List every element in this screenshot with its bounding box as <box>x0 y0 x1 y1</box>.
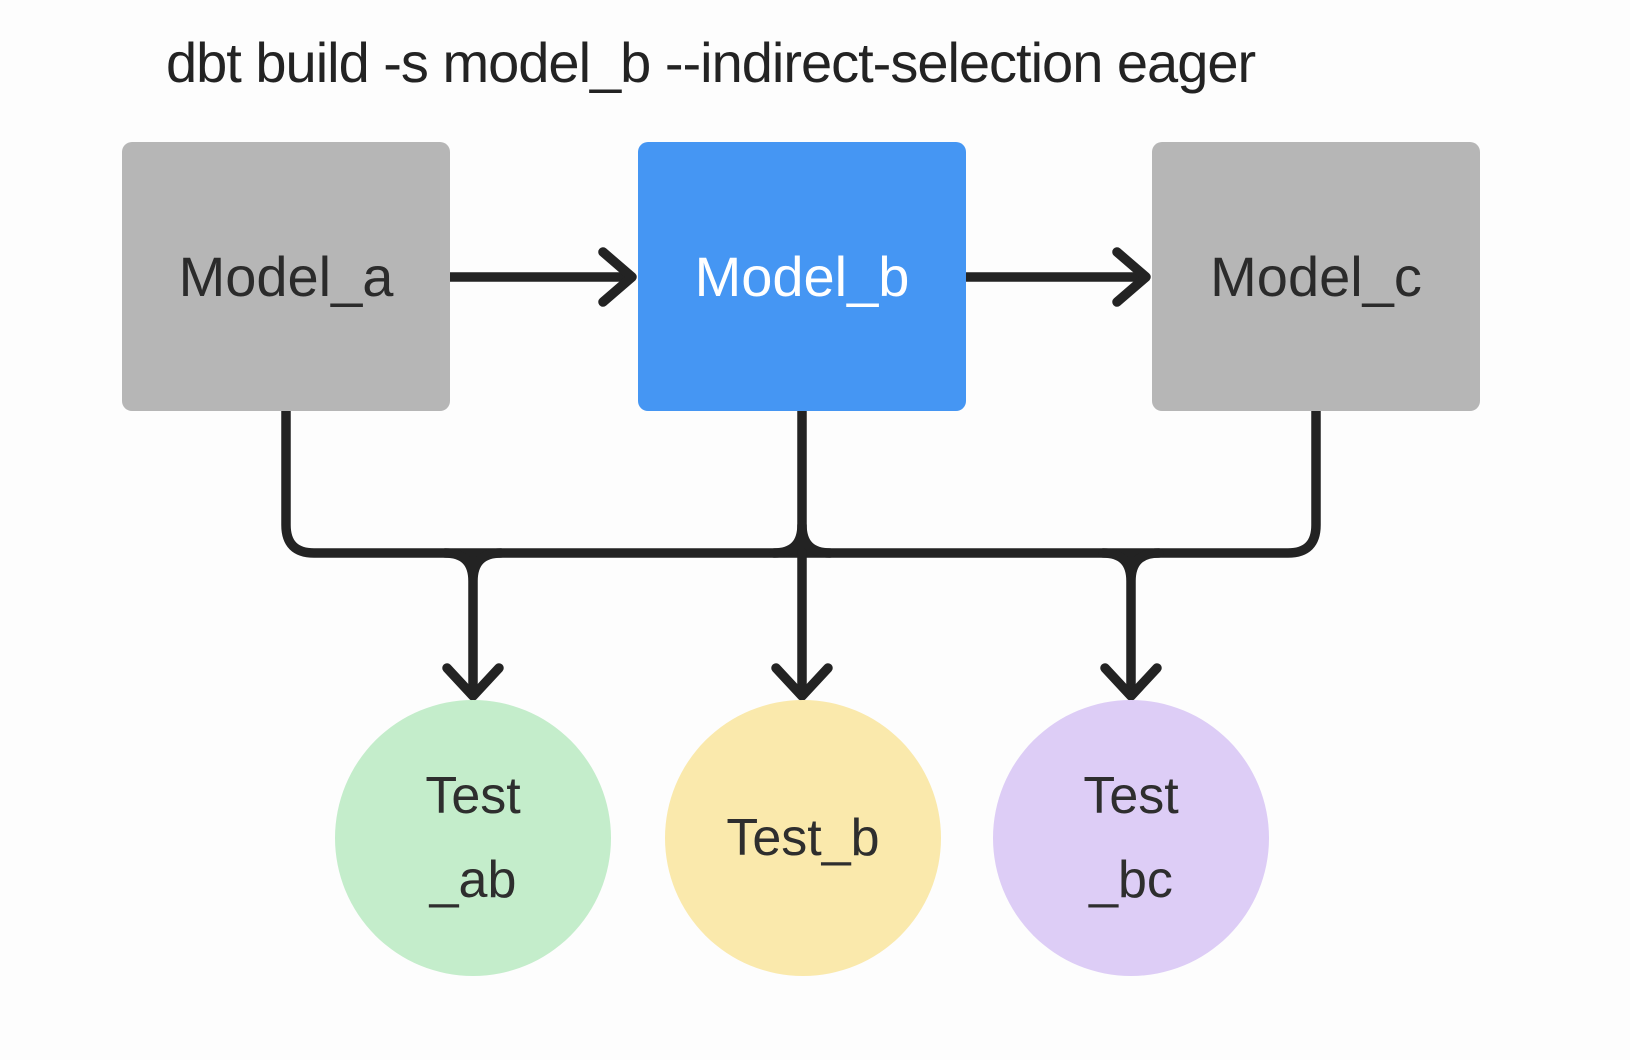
node-model-a: Model_a <box>122 142 450 411</box>
node-test-b-label-line1: Test_b <box>726 809 880 867</box>
bus-merge-fillets-model-b <box>769 520 835 558</box>
node-model-a-label: Model_a <box>178 245 394 308</box>
node-test-ab-label-line1: Test <box>425 767 521 825</box>
node-test-b: Test_b <box>665 700 941 976</box>
node-test-bc-label-line1: Test <box>1083 767 1179 825</box>
arrowhead-down-icon <box>1100 663 1162 701</box>
node-model-b-label: Model_b <box>694 245 910 308</box>
node-test-bc: Test _bc <box>993 700 1269 976</box>
node-model-c-label: Model_c <box>1210 245 1422 308</box>
edge-bus-to-test-bc <box>1098 548 1164 698</box>
command-title: dbt build -s model_b --indirect-selectio… <box>166 31 1256 94</box>
arrowhead-right-icon <box>598 247 637 307</box>
edge-bus-to-test-ab <box>440 548 506 698</box>
node-test-bc-label-line2: _bc <box>1089 851 1173 909</box>
node-model-c: Model_c <box>1152 142 1480 411</box>
arrowhead-down-icon <box>442 663 504 701</box>
arrowhead-right-icon <box>1112 247 1151 307</box>
node-test-ab: Test _ab <box>335 700 611 976</box>
node-model-b: Model_b <box>638 142 966 411</box>
node-test-ab-label-line2: _ab <box>429 851 517 909</box>
arrowhead-down-icon <box>771 663 833 701</box>
